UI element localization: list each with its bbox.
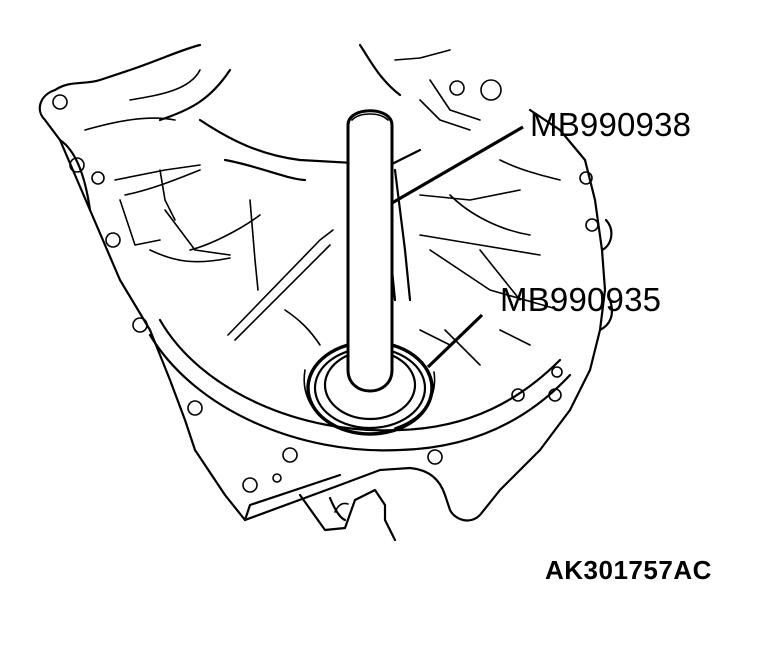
bolt-holes	[52, 79, 599, 493]
installer-bar	[346, 109, 394, 393]
callout-label-mb990935: MB990935	[500, 281, 662, 318]
callout-label-mb990938: MB990938	[530, 106, 692, 143]
leader-line-mb990938	[391, 125, 524, 205]
figure-code: AK301757AC	[545, 555, 712, 585]
housing-inner-rim	[148, 43, 572, 452]
housing-bottom-bracket	[298, 488, 397, 542]
housing-outer-flange	[38, 43, 614, 522]
leader-line-mb990935	[426, 313, 484, 369]
housing-ribs	[84, 49, 561, 366]
